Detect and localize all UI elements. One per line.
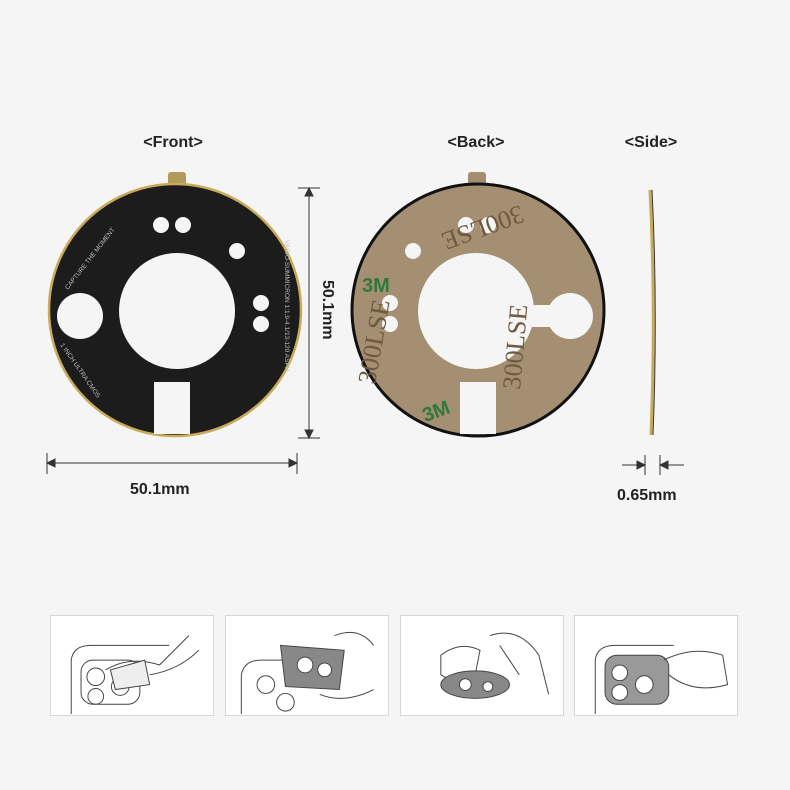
width-dimension: 50.1mm: [130, 481, 190, 498]
height-dimension: 50.1mm: [319, 280, 336, 340]
back-disc: 300LSE 300LSE 300LSE 3M 3M: [350, 172, 606, 438]
front-disc: CAPTURE THE MOMENT 1 INCH ULTRA CMOS VAR…: [47, 172, 303, 438]
install-step-1: [50, 615, 214, 716]
install-step-3: [400, 615, 564, 716]
back-view-label: <Back>: [447, 134, 505, 151]
install-step-4: [574, 615, 738, 716]
side-profile: [648, 189, 655, 436]
3m-logo: 3M: [362, 275, 390, 297]
thickness-dimension: 0.65mm: [617, 487, 677, 504]
install-step-2: [225, 615, 389, 716]
side-view-label: <Side>: [624, 134, 678, 151]
dimension-lines: [45, 186, 684, 475]
front-view-label: <Front>: [143, 134, 203, 151]
front-print-right: VARIO-SUMMICRON 1:1.9-4.1/13-120 ASPH: [283, 240, 290, 372]
product-drawing: CAPTURE THE MOMENT 1 INCH ULTRA CMOS VAR…: [45, 172, 684, 475]
